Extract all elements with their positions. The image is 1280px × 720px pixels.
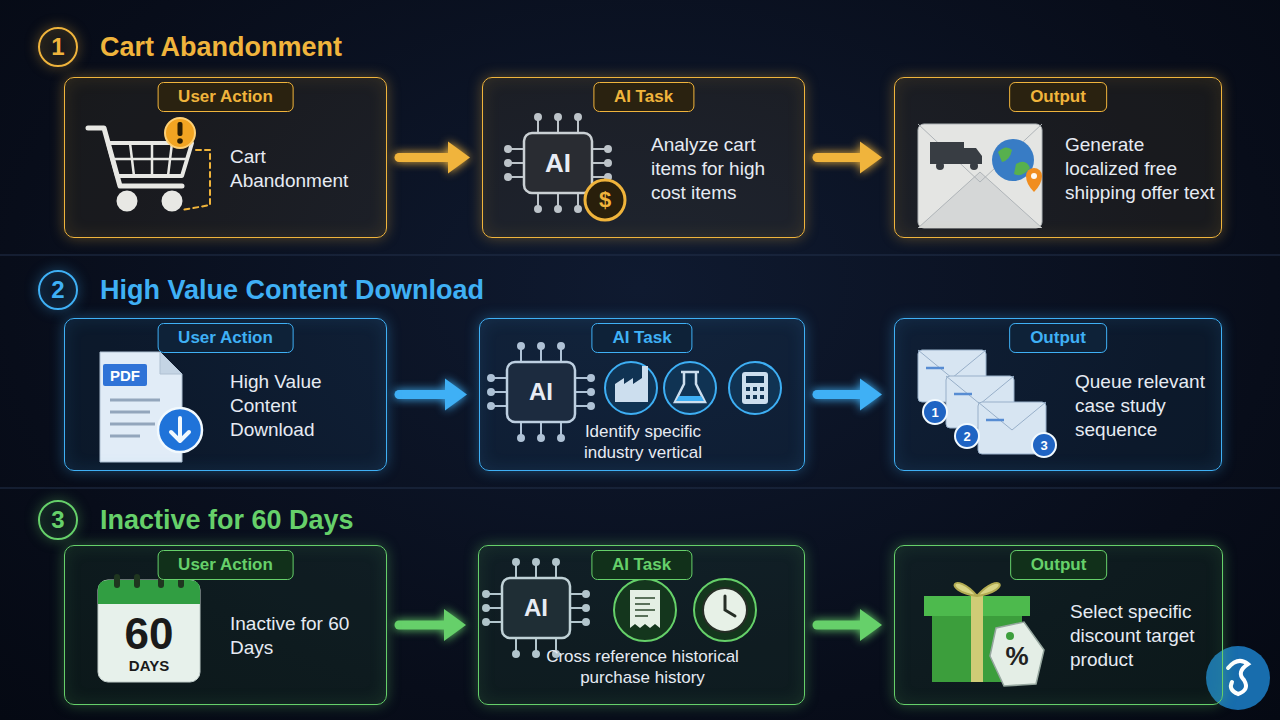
sequence-number: 2 bbox=[963, 430, 970, 443]
step-number: 3 bbox=[51, 506, 64, 534]
arrow-head bbox=[860, 379, 882, 411]
box-tab-heading: User Action bbox=[157, 323, 294, 353]
box-tab-heading: User Action bbox=[157, 82, 294, 112]
box-body-text: Inactive for 60 Days bbox=[230, 612, 380, 660]
arrow-head bbox=[444, 609, 466, 641]
flow-arrow bbox=[817, 379, 882, 411]
brand-logo-part bbox=[1228, 661, 1248, 694]
step-number: 1 bbox=[51, 33, 64, 61]
arrow-head bbox=[448, 142, 470, 174]
box-tab-heading: AI Task bbox=[591, 550, 692, 580]
arrow-shaft bbox=[399, 390, 449, 399]
box-body-text: Analyze cart items for high cost items bbox=[651, 133, 799, 205]
calendar-label: DAYS bbox=[129, 658, 169, 673]
row-heading: High Value Content Download bbox=[100, 277, 484, 304]
box-tab-heading: AI Task bbox=[591, 323, 692, 353]
flow-arrow bbox=[399, 609, 466, 641]
row-separators-part bbox=[0, 488, 1280, 489]
box-tab-heading: User Action bbox=[157, 550, 294, 580]
box-body-text: Cross reference historical purchase hist… bbox=[529, 646, 756, 688]
box-tab-heading: Output bbox=[1009, 323, 1107, 353]
flow-arrow bbox=[817, 142, 882, 174]
box-body-text: Select specific discount target product bbox=[1070, 600, 1218, 672]
chip-label: AI bbox=[545, 150, 571, 176]
step-number-circle: 3 bbox=[38, 500, 78, 540]
step-box: OutputSelect specific discount target pr… bbox=[894, 545, 1223, 705]
sequence-number: 3 bbox=[1040, 439, 1047, 452]
box-body-text: Identify specific industry vertical bbox=[558, 421, 728, 463]
box-body-text: Queue relevant case study sequence bbox=[1075, 370, 1215, 442]
arrow-shaft bbox=[817, 153, 864, 162]
flow-arrow bbox=[399, 142, 470, 174]
box-tab-heading: Output bbox=[1009, 82, 1107, 112]
arrow-head bbox=[860, 142, 882, 174]
step-box: User ActionHigh Value Content Download bbox=[64, 318, 387, 471]
flow-arrow bbox=[817, 609, 882, 641]
sequence-number: 1 bbox=[931, 406, 938, 419]
coin-symbol: $ bbox=[599, 189, 611, 211]
box-body-text: High Value Content Download bbox=[230, 370, 380, 442]
step-box: OutputQueue relevant case study sequence bbox=[894, 318, 1222, 471]
arrow-shaft bbox=[817, 621, 864, 630]
row-heading: Cart Abandonment bbox=[100, 34, 342, 61]
discount-symbol: % bbox=[1005, 643, 1028, 669]
box-body-text: Cart Abandonment bbox=[230, 145, 380, 193]
calendar-number: 60 bbox=[125, 612, 174, 656]
step-number-circle: 1 bbox=[38, 27, 78, 67]
row-heading: Inactive for 60 Days bbox=[100, 507, 354, 534]
step-number: 2 bbox=[51, 276, 64, 304]
row-separators-part bbox=[0, 255, 1280, 256]
arrow-shaft bbox=[399, 621, 448, 630]
box-tab-heading: AI Task bbox=[593, 82, 694, 112]
row-separators bbox=[0, 255, 1280, 488]
arrow-shaft bbox=[399, 153, 452, 162]
step-box: AI TaskCross reference historical purcha… bbox=[478, 545, 805, 705]
step-box: AI TaskIdentify specific industry vertic… bbox=[479, 318, 805, 471]
step-box: User ActionCart Abandonment bbox=[64, 77, 387, 238]
box-tab-heading: Output bbox=[1010, 550, 1108, 580]
flow-arrow bbox=[399, 379, 467, 411]
chip-label: AI bbox=[524, 596, 548, 620]
arrow-head bbox=[860, 609, 882, 641]
step-box: OutputGenerate localized free shipping o… bbox=[894, 77, 1222, 238]
step-number-circle: 2 bbox=[38, 270, 78, 310]
chip-label: AI bbox=[529, 380, 553, 404]
arrow-shaft bbox=[817, 390, 864, 399]
arrow-head bbox=[445, 379, 467, 411]
step-box: User ActionInactive for 60 Days bbox=[64, 545, 387, 705]
file-type-label: PDF bbox=[110, 368, 140, 383]
box-body-text: Generate localized free shipping offer t… bbox=[1065, 133, 1217, 205]
step-box: AI TaskAnalyze cart items for high cost … bbox=[482, 77, 805, 238]
